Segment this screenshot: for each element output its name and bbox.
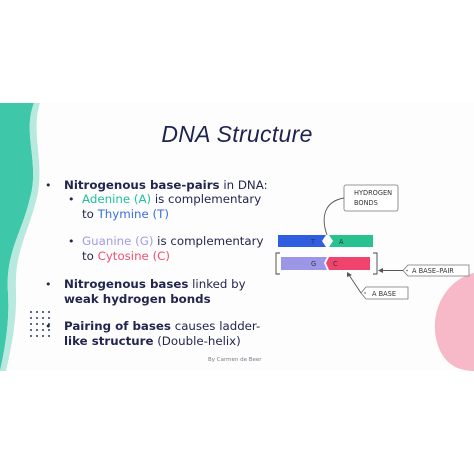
cytosine-block: [326, 257, 370, 270]
bullet-3-rest: causes ladder-: [170, 319, 261, 333]
bullet-2: Nitrogenous bases linked by weak hydroge…: [64, 277, 246, 307]
hydrogen-label-line2: BONDS: [354, 199, 378, 207]
sub-bullet-1: Adenine (A) is complementary to Thymine …: [82, 192, 261, 222]
guanine-letter: G: [311, 260, 316, 268]
adenine-block: [329, 235, 373, 247]
thymine-block: [278, 235, 318, 247]
sub-bullet-2: Guanine (G) is complementary to Cytosine…: [82, 234, 264, 264]
base-pair-tag: [402, 264, 470, 277]
a-base-arrowhead: [347, 272, 352, 277]
bullet-2-line2: weak hydrogen bonds: [64, 292, 211, 306]
bullet-3-line2-bold: like structure: [64, 334, 154, 348]
bullet-2-rest: linked by: [188, 277, 246, 291]
bullet-1-bold: Nitrogenous base-pairs: [64, 178, 220, 192]
bullet-3-bold: Pairing of bases: [64, 319, 171, 333]
guanine-block: [281, 257, 321, 270]
sub-bullet-2-rest: is complementary: [153, 234, 264, 248]
bullet-3-line2-rest: (Double-helix): [153, 334, 241, 348]
pink-blob-shape: [434, 273, 474, 371]
a-base-tag: [360, 286, 409, 300]
guanine-notch: [321, 257, 327, 270]
sub-bullet-dot-icon: •: [68, 193, 75, 206]
hydrogen-label-line1: HYDROGEN: [354, 189, 392, 197]
thymine-notch: [318, 235, 326, 247]
base-pair-label: A BASE–PAIR: [412, 267, 454, 275]
teal-wave-shape: [0, 103, 34, 371]
credit-text: By Carmen de Beer: [208, 357, 262, 363]
slide-title: DNA Structure: [161, 121, 313, 147]
hydrogen-bonds-pointer: [323, 197, 345, 236]
bullet-1: Nitrogenous base-pairs in DNA:: [64, 178, 268, 193]
cytosine-letter: C: [333, 260, 338, 268]
adenine-text: Adenine (A): [82, 192, 152, 206]
guanine-text: Guanine (G): [82, 234, 154, 248]
base-pair-arrowhead: [378, 268, 383, 273]
light-teal-wave-shape: [0, 103, 40, 371]
adenine-letter: A: [339, 238, 344, 246]
thymine-letter: T: [310, 238, 316, 246]
bullet-dot-icon: •: [45, 278, 52, 291]
sub-bullet-1-line2: to: [82, 207, 98, 221]
base-pair-bracket-right: [373, 252, 378, 275]
sub-bullet-2-line2: to: [82, 249, 98, 263]
bullet-dot-icon: •: [45, 179, 52, 192]
cytosine-text: Cytosine (C): [97, 249, 171, 263]
sub-bullet-dot-icon: •: [68, 235, 75, 248]
dot-pattern: [30, 311, 50, 337]
slide: DNA Structure • Nitrogenous base-pairs i…: [0, 103, 474, 371]
thymine-text: Thymine (T): [97, 207, 169, 221]
bullet-dot-icon: •: [45, 320, 52, 333]
bullet-3: Pairing of bases causes ladder- like str…: [64, 319, 260, 349]
a-base-arrow-line: [348, 274, 362, 294]
a-base-label: A BASE: [372, 290, 396, 298]
bullet-1-rest: in DNA:: [219, 178, 268, 192]
base-pair-bracket-left: [275, 252, 280, 275]
sub-bullet-1-rest: is complementary: [151, 192, 262, 206]
bullet-2-bold: Nitrogenous bases: [64, 277, 189, 291]
slide-decoration: [0, 103, 474, 371]
dna-diagram: HYDROGEN BONDS T A G C A BASE–PAIR A BAS…: [275, 184, 470, 300]
